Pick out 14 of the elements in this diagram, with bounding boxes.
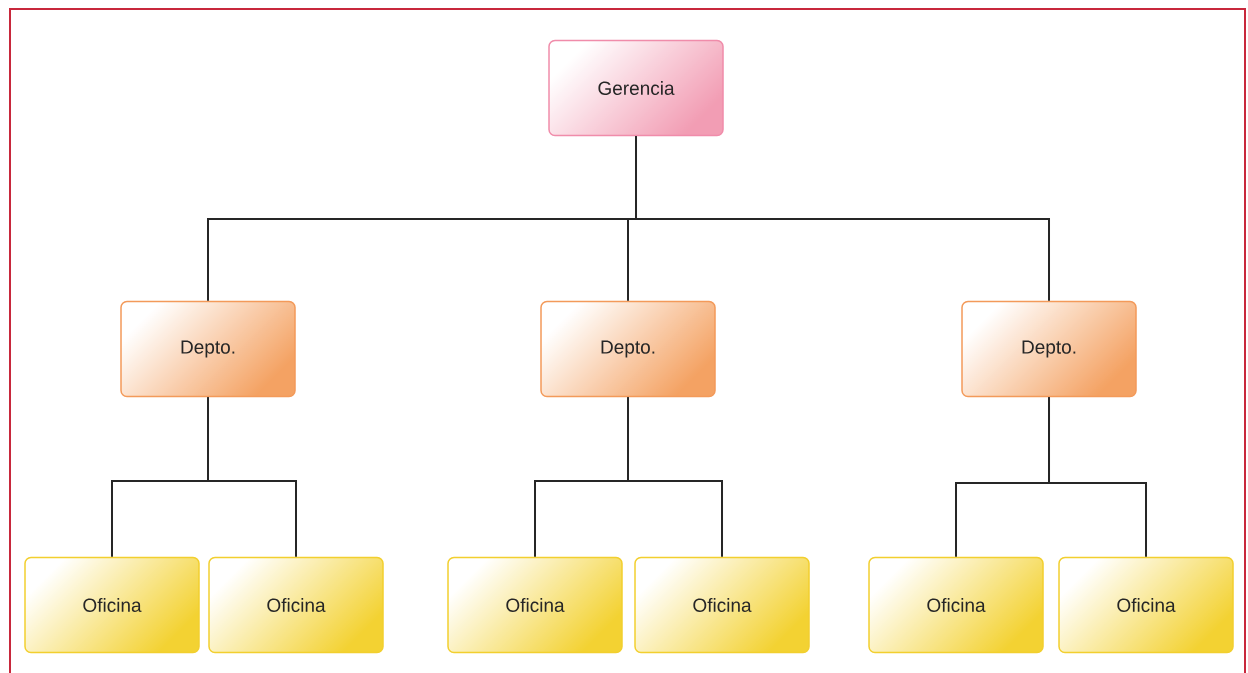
connector-line bbox=[627, 396, 723, 558]
org-box: Oficina bbox=[634, 556, 810, 654]
org-box: Depto. bbox=[540, 300, 716, 398]
org-box: Depto. bbox=[120, 300, 296, 398]
org-box: Depto. bbox=[961, 300, 1137, 398]
connector-line bbox=[635, 135, 1050, 302]
org-box: Oficina bbox=[868, 556, 1044, 654]
org-box: Oficina bbox=[24, 556, 200, 654]
connector-line bbox=[1048, 396, 1147, 558]
org-box: Oficina bbox=[208, 556, 384, 654]
org-box: Gerencia bbox=[548, 39, 724, 137]
org-box: Oficina bbox=[1058, 556, 1234, 654]
connector-line bbox=[207, 396, 297, 558]
org-box: Oficina bbox=[447, 556, 623, 654]
